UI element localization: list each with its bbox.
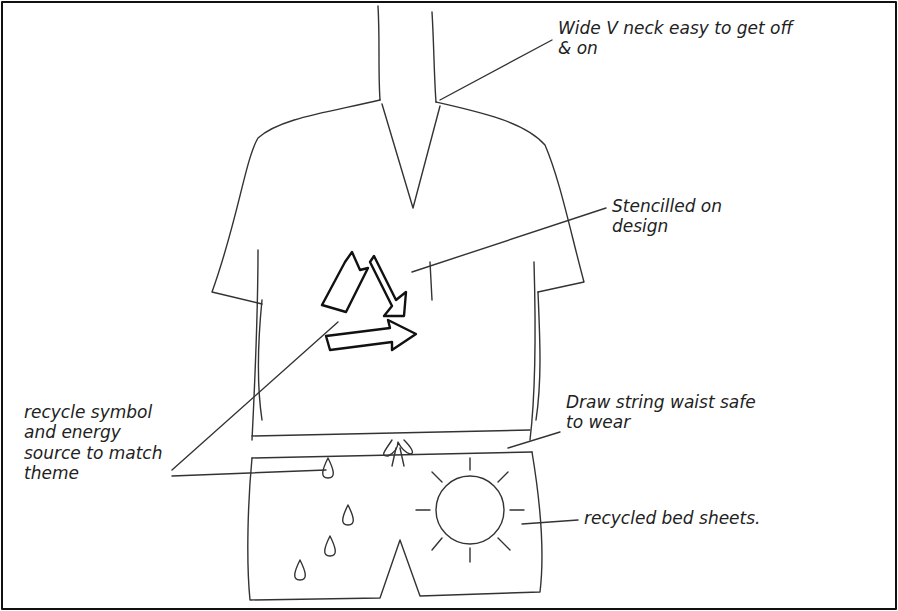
callout-note: Draw string waist safe to wear xyxy=(566,392,766,433)
callout-note: Stencilled on design xyxy=(612,196,782,237)
callout-note: recycle symbol and energy source to matc… xyxy=(24,402,174,484)
callout-note: recycled bed sheets. xyxy=(584,508,804,528)
callout-note: Wide V neck easy to get off & on xyxy=(558,18,808,59)
